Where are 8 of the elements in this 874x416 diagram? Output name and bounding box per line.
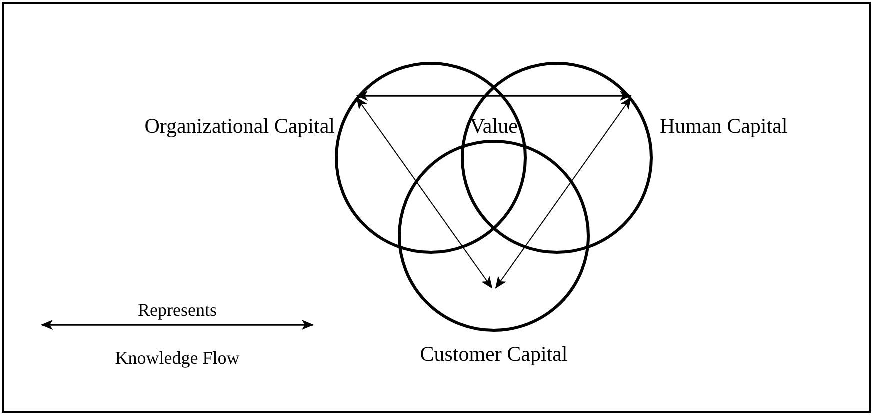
- double-arrow: [356, 91, 632, 101]
- legend-text: Represents Knowledge Flow: [114, 299, 241, 370]
- double-arrow: [495, 97, 632, 289]
- center-label: Value: [464, 112, 524, 140]
- circle-label: Organizational Capital: [144, 113, 335, 140]
- circle-label: Human Capital: [660, 113, 789, 140]
- double-arrow: [356, 97, 493, 289]
- circle-label: Customer Capital: [419, 341, 569, 368]
